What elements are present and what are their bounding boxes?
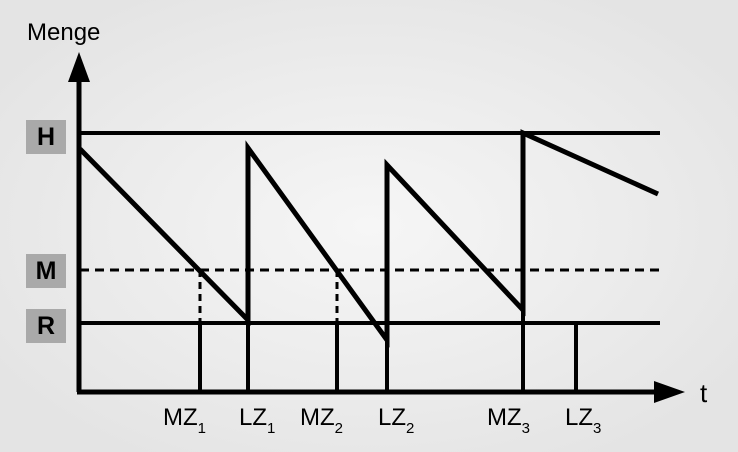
y-axis-arrow	[68, 52, 90, 82]
level-label-h: H	[36, 122, 56, 151]
mz3-label: MZ3	[487, 404, 530, 437]
mz1-label: MZ1	[163, 404, 206, 437]
level-label-r: R	[36, 311, 56, 340]
x-axis-arrow	[654, 381, 685, 403]
stock-curve	[78, 129, 660, 348]
lz1-label: LZ1	[239, 404, 275, 437]
mz2-label: MZ2	[300, 404, 343, 437]
lz3-label: LZ3	[565, 404, 601, 437]
level-box-h: H	[26, 120, 66, 154]
lz2-label: LZ2	[378, 404, 414, 437]
y-axis-label: Menge	[27, 19, 100, 46]
x-axis-label: t	[700, 378, 708, 408]
level-label-m: M	[35, 256, 57, 285]
level-box-r: R	[26, 309, 66, 343]
level-box-m: M	[26, 254, 66, 288]
